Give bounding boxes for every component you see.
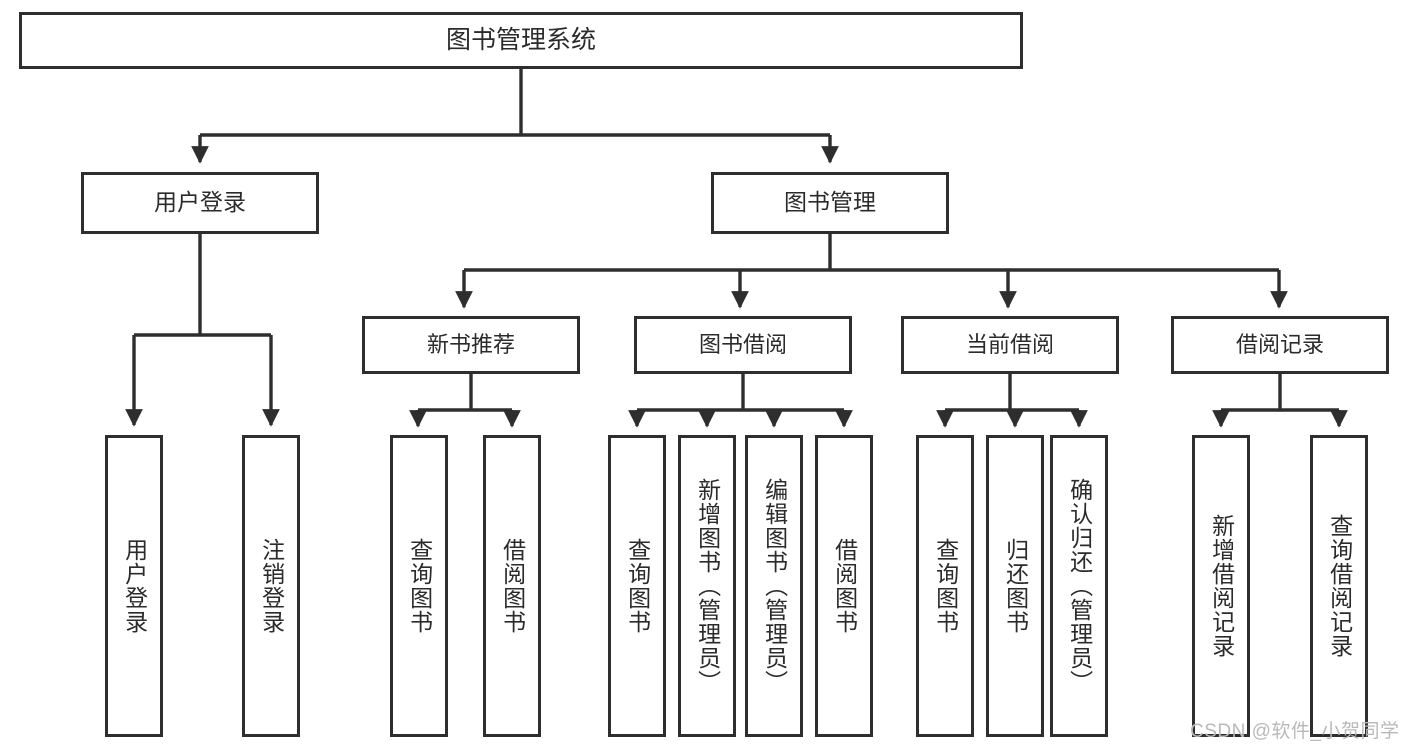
node-leaf-query-record[interactable]: 查询借阅记录 (1310, 435, 1368, 737)
node-leaf-add-book-label: 新增图书（管理员） (694, 478, 721, 694)
node-leaf-borrow-book-1[interactable]: 借阅图书 (483, 435, 541, 737)
node-book-manage-label: 图书管理 (784, 189, 876, 216)
node-user-login[interactable]: 用户登录 (81, 172, 319, 234)
node-root[interactable]: 图书管理系统 (19, 12, 1023, 69)
node-leaf-query-book-2[interactable]: 查询图书 (608, 435, 666, 737)
node-leaf-edit-book[interactable]: 编辑图书（管理员） (745, 435, 803, 737)
node-leaf-borrow-book-1-label: 借阅图书 (499, 538, 526, 634)
node-leaf-query-book-3[interactable]: 查询图书 (916, 435, 974, 737)
node-leaf-user-login-label: 用户登录 (121, 538, 148, 634)
node-leaf-add-book[interactable]: 新增图书（管理员） (678, 435, 736, 737)
node-leaf-user-logout-label: 注销登录 (258, 538, 285, 634)
csdn-watermark: CSDN @软件_小贺同学 (1190, 721, 1400, 742)
node-user-login-label: 用户登录 (154, 189, 246, 216)
node-leaf-user-login[interactable]: 用户登录 (105, 435, 163, 737)
node-leaf-confirm-return[interactable]: 确认归还（管理员） (1050, 435, 1108, 737)
node-book-borrow-label: 图书借阅 (698, 332, 787, 358)
node-root-label: 图书管理系统 (445, 25, 596, 54)
node-leaf-borrow-book-2[interactable]: 借阅图书 (815, 435, 873, 737)
node-leaf-query-book-1[interactable]: 查询图书 (390, 435, 448, 737)
node-leaf-query-book-1-label: 查询图书 (406, 538, 433, 634)
node-current-borrow-label: 当前借阅 (965, 332, 1054, 358)
node-leaf-return-book-label: 归还图书 (1002, 538, 1029, 634)
node-new-book-rec-label: 新书推荐 (426, 332, 515, 358)
node-new-book-rec[interactable]: 新书推荐 (362, 316, 580, 374)
node-leaf-query-book-3-label: 查询图书 (932, 538, 959, 634)
node-leaf-query-record-label: 查询借阅记录 (1326, 514, 1353, 658)
node-leaf-return-book[interactable]: 归还图书 (986, 435, 1044, 737)
node-book-borrow[interactable]: 图书借阅 (634, 316, 852, 374)
node-leaf-add-record-label: 新增借阅记录 (1208, 514, 1235, 658)
node-leaf-add-record[interactable]: 新增借阅记录 (1192, 435, 1250, 737)
node-leaf-user-logout[interactable]: 注销登录 (242, 435, 300, 737)
node-borrow-record-label: 借阅记录 (1235, 332, 1324, 358)
node-current-borrow[interactable]: 当前借阅 (901, 316, 1119, 374)
node-leaf-query-book-2-label: 查询图书 (624, 538, 651, 634)
node-leaf-confirm-return-label: 确认归还（管理员） (1066, 478, 1093, 694)
node-leaf-borrow-book-2-label: 借阅图书 (831, 538, 858, 634)
node-book-manage[interactable]: 图书管理 (711, 172, 949, 234)
node-borrow-record[interactable]: 借阅记录 (1171, 316, 1389, 374)
node-leaf-edit-book-label: 编辑图书（管理员） (761, 478, 788, 694)
